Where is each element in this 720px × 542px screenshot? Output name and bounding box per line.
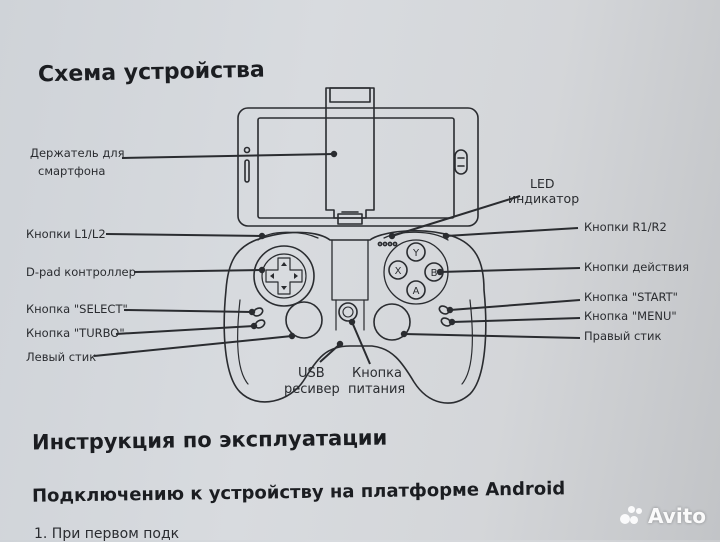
label-left-stick: Левый стик xyxy=(26,350,97,364)
button-x-letter: X xyxy=(395,266,402,277)
button-a-letter: A xyxy=(413,286,420,297)
label-r1r2: Кнопки R1/R2 xyxy=(584,220,667,234)
label-menu: Кнопка "MENU" xyxy=(584,309,677,323)
smartphone-outline xyxy=(237,107,479,227)
label-start: Кнопка "START" xyxy=(584,290,678,304)
left-stick xyxy=(285,301,323,339)
label-usb-line2: ресивер xyxy=(284,382,340,397)
button-a xyxy=(406,280,426,300)
right-stick xyxy=(373,303,411,341)
label-power-line1: Кнопка xyxy=(352,366,403,381)
step-1-text: 1. При первом подк xyxy=(34,526,180,542)
dpad-cross xyxy=(265,257,303,295)
label-usb-line1: USB xyxy=(298,366,325,381)
label-dpad: D-pad контроллер xyxy=(26,265,136,279)
button-y-letter: Y xyxy=(412,248,420,259)
avito-watermark: Avito xyxy=(620,504,706,528)
label-power-line2: питания xyxy=(348,382,406,397)
avito-logo-icon xyxy=(620,504,644,528)
label-select: Кнопка "SELECT" xyxy=(26,302,128,316)
button-y xyxy=(406,242,426,262)
label-holder-line2: смартфона xyxy=(38,164,106,178)
label-led-line2: индикатор xyxy=(508,191,580,206)
label-holder-line1: Держатель для xyxy=(30,146,125,160)
instructions-title: Инструкция по эксплуатации xyxy=(31,425,388,455)
phone-home-button xyxy=(454,149,468,175)
button-b-letter: B xyxy=(431,268,438,279)
button-x xyxy=(388,260,408,280)
label-led-line1: LED xyxy=(530,176,555,191)
label-right-stick: Правый стик xyxy=(584,329,662,343)
phone-camera-icon xyxy=(243,146,251,154)
smartphone-screen xyxy=(257,117,455,219)
dpad-ring xyxy=(253,245,315,307)
avito-brand-text: Avito xyxy=(648,504,706,528)
label-action: Кнопки действия xyxy=(584,260,690,274)
controller-body xyxy=(223,229,487,404)
label-l1l2: Кнопки L1/L2 xyxy=(26,227,106,241)
label-turbo: Кнопка "TURBO" xyxy=(26,326,125,340)
power-button xyxy=(338,302,358,322)
holder-clamp xyxy=(325,87,375,219)
